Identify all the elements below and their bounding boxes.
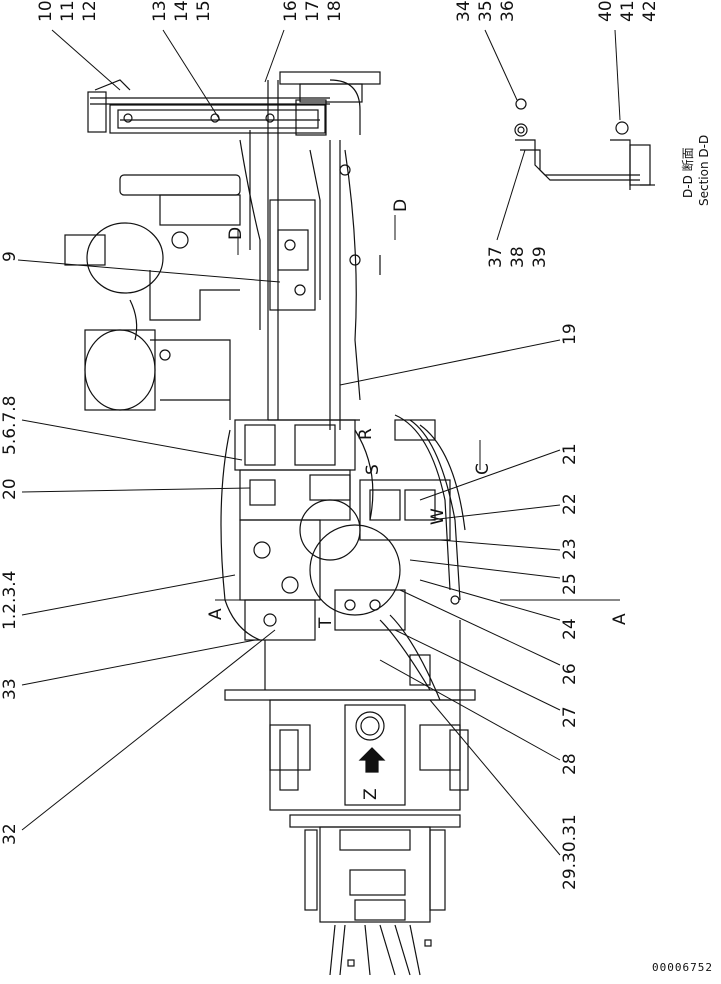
callout-13-14-15-b: 14 xyxy=(172,0,192,22)
callout-32: 32 xyxy=(0,823,20,845)
callout-16-17-18-b: 17 xyxy=(303,0,323,22)
section-dd-detail xyxy=(514,98,655,190)
callout-37-38-39-c: 39 xyxy=(530,246,550,268)
callout-13-14-15-a: 13 xyxy=(150,0,170,22)
callout-16-17-18-c: 18 xyxy=(325,0,345,22)
callout-34-35-36-c: 36 xyxy=(498,0,518,22)
callout-20: 20 xyxy=(0,478,20,500)
callout-10-11-12-c: 12 xyxy=(80,0,100,22)
callout-16-17-18-a: 16 xyxy=(281,0,301,22)
callout-37-38-39-a: 37 xyxy=(486,246,506,268)
image-number: 00006752 xyxy=(652,961,713,974)
callout-19: 19 xyxy=(560,323,580,345)
leader-lines xyxy=(17,29,621,856)
view-mark-w: W xyxy=(428,508,448,525)
callout-24: 24 xyxy=(560,618,580,640)
callout-21: 21 xyxy=(560,443,580,465)
central-valve-cluster xyxy=(220,414,466,701)
callout-10-11-12-b: 11 xyxy=(58,0,78,22)
section-mark-d-top: D xyxy=(391,198,411,212)
callout-23: 23 xyxy=(560,538,580,560)
callout-26: 26 xyxy=(560,663,580,685)
section-caption-jp: D-D 断面 xyxy=(681,147,695,198)
engine-blocks xyxy=(64,174,241,420)
callout-40-41-42-b: 41 xyxy=(618,0,638,22)
callout-27: 27 xyxy=(560,706,580,728)
callout-40-41-42-c: 42 xyxy=(640,0,660,22)
callout-37-38-39-b: 38 xyxy=(508,246,528,268)
callout-13-14-15-c: 15 xyxy=(194,0,214,22)
callout-40-41-42-a: 40 xyxy=(596,0,616,22)
view-mark-t: T xyxy=(316,617,336,628)
view-mark-z: Z xyxy=(361,788,381,800)
section-mark-a-left: A xyxy=(206,608,226,620)
callout-5-6-7-8: 5.6.7.8 xyxy=(0,395,20,455)
callout-34-35-36-b: 35 xyxy=(476,0,496,22)
callout-34-35-36-a: 34 xyxy=(454,0,474,22)
callout-10-11-12-a: 10 xyxy=(36,0,56,22)
section-mark-r: R xyxy=(356,428,376,440)
section-mark-c: C xyxy=(473,463,493,475)
callout-25: 25 xyxy=(560,573,580,595)
callout-1-2-3-4: 1.2.3.4 xyxy=(0,570,20,630)
callout-9: 9 xyxy=(0,251,20,262)
section-mark-s: S xyxy=(363,464,383,475)
callout-28: 28 xyxy=(560,753,580,775)
section-mark-d-left: D xyxy=(226,226,246,240)
callout-33: 33 xyxy=(0,678,20,700)
lower-chassis xyxy=(224,620,476,976)
callout-29-30-31: 29.30.31 xyxy=(560,814,580,890)
section-mark-a-right: A xyxy=(610,613,630,625)
callout-22: 22 xyxy=(560,493,580,515)
section-caption-en: Section D-D xyxy=(697,134,711,206)
upper-cylinder-assembly xyxy=(87,71,381,136)
